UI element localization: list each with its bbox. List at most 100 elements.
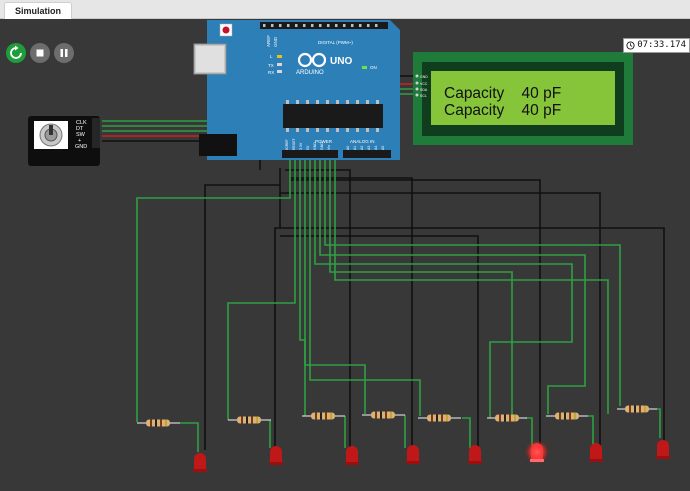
label-analog: ANALOG IN xyxy=(350,139,375,144)
led-base xyxy=(406,461,420,464)
led-7[interactable] xyxy=(589,443,603,462)
lcd-pin-sda: SDA xyxy=(420,88,428,92)
led-body xyxy=(346,446,358,462)
led-l-indicator xyxy=(277,55,282,58)
encoder-pin-dt: DT xyxy=(76,126,84,132)
lcd-display[interactable]: Capacity 40 pF Capacity 40 pF GND VCC SD… xyxy=(413,52,633,145)
led-base xyxy=(530,459,544,462)
wire-d-x2 xyxy=(334,160,609,414)
led-base xyxy=(656,456,670,459)
rotary-encoder[interactable]: CLK DT SW + GND xyxy=(28,116,100,166)
lcd-pin-scl: SCL xyxy=(420,94,427,98)
resistor-3[interactable] xyxy=(302,412,345,420)
wire-gnd-led3 xyxy=(285,169,351,450)
wire-r8-led8 xyxy=(657,408,661,438)
led-base xyxy=(345,462,359,465)
wire-gnd-led1 xyxy=(204,168,281,450)
wire-gnd-led4 xyxy=(290,177,413,450)
lcd-pin-vcc: VCC xyxy=(420,82,428,86)
circuit-diagram: CLK DT SW + GND xyxy=(28,20,670,472)
led-body xyxy=(590,443,602,459)
arduino-brand: ARDUINO xyxy=(296,70,324,76)
restart-simulation-button[interactable] xyxy=(6,43,26,63)
encoder-pin-gnd: GND xyxy=(75,144,87,150)
power-jack xyxy=(199,134,237,156)
wire-d-r1 xyxy=(136,160,291,422)
wire-d-r4 xyxy=(304,160,366,414)
led-base xyxy=(193,469,207,472)
simulation-canvas[interactable]: CLK DT SW + GND xyxy=(0,19,690,491)
atmega-chip xyxy=(283,104,383,128)
wire-gnd-led8 xyxy=(280,227,665,450)
led-2[interactable] xyxy=(269,446,283,465)
leds xyxy=(193,440,670,472)
arduino-model: UNO xyxy=(330,56,352,67)
led-base xyxy=(269,462,283,465)
encoder-pin-clk: CLK xyxy=(76,120,87,126)
wire-d-r3 xyxy=(299,160,306,416)
encoder-pin-sw: SW xyxy=(76,132,86,138)
led-base xyxy=(589,459,603,462)
arduino-uno[interactable]: AREF GND DIGITAL (PWM~) L TX RX ON UNO A… xyxy=(193,20,400,160)
led-body xyxy=(407,445,419,461)
pause-icon xyxy=(60,49,68,57)
label-pin-a1: A1 xyxy=(353,146,357,150)
label-pin-5v: 5V xyxy=(306,145,310,150)
lcd-line-1: Capacity 40 pF xyxy=(444,85,561,102)
led-6[interactable] xyxy=(525,440,549,464)
led-1[interactable] xyxy=(193,453,207,472)
label-pin-3v3: 3.3V xyxy=(299,142,303,150)
resistor-1[interactable] xyxy=(137,419,180,427)
resistor-8[interactable] xyxy=(617,405,657,413)
label-pin-a4: A4 xyxy=(374,146,378,150)
label-on: ON xyxy=(370,65,377,70)
label-pin-gnd1: GND xyxy=(313,142,317,150)
wire-gnd-led6 xyxy=(290,179,541,450)
resistor-7[interactable] xyxy=(546,412,588,420)
label-tx: TX xyxy=(268,63,274,68)
led-4[interactable] xyxy=(406,445,420,464)
led-5[interactable] xyxy=(468,445,482,464)
label-l: L xyxy=(270,54,273,59)
restart-icon xyxy=(10,45,22,59)
led-body xyxy=(657,440,669,456)
wire-r7-led7 xyxy=(588,415,594,446)
led-base xyxy=(468,461,482,464)
wire-d-r5 xyxy=(309,160,421,416)
reset-button[interactable] xyxy=(222,26,230,34)
label-pin-vin: Vin xyxy=(327,145,331,150)
led-8[interactable] xyxy=(656,440,670,459)
led-on-indicator xyxy=(362,66,367,69)
led-body xyxy=(270,446,282,462)
pause-simulation-button[interactable] xyxy=(54,43,74,63)
label-pin-a5: A5 xyxy=(381,146,385,150)
stop-simulation-button[interactable] xyxy=(30,43,50,63)
label-pin-a0: A0 xyxy=(346,146,350,150)
resistor-4[interactable] xyxy=(362,411,405,419)
tab-simulation[interactable]: Simulation xyxy=(4,2,73,19)
resistor-5[interactable] xyxy=(418,414,461,422)
label-pin-ioref: IOREF xyxy=(285,139,289,150)
wire-d-r6 xyxy=(314,160,573,418)
encoder-pin-vcc: + xyxy=(78,138,81,144)
led-body xyxy=(531,443,543,459)
wire-d-x1 xyxy=(329,160,513,418)
led-3[interactable] xyxy=(345,446,359,465)
resistor-2[interactable] xyxy=(228,416,271,424)
wire-r1-led1 xyxy=(180,422,199,452)
wire-d-r8 xyxy=(324,160,621,406)
tab-bar: Simulation xyxy=(0,0,690,19)
label-power: POWER xyxy=(315,139,333,144)
wire-r5-led5 xyxy=(462,417,471,448)
label-pin-a3: A3 xyxy=(367,146,371,150)
led-rx-indicator xyxy=(277,70,282,73)
label-aref: AREF xyxy=(266,35,271,47)
resistor-6[interactable] xyxy=(487,414,527,422)
label-pin-reset: RESET xyxy=(292,137,296,150)
arduino-logo-icon xyxy=(297,52,327,68)
lcd-pin-gnd: GND xyxy=(420,75,428,79)
wire-gnd-led7 xyxy=(280,192,601,450)
label-pin-a2: A2 xyxy=(360,146,364,150)
led-body xyxy=(194,453,206,469)
simulation-timer: 07:33.174 xyxy=(623,38,690,53)
